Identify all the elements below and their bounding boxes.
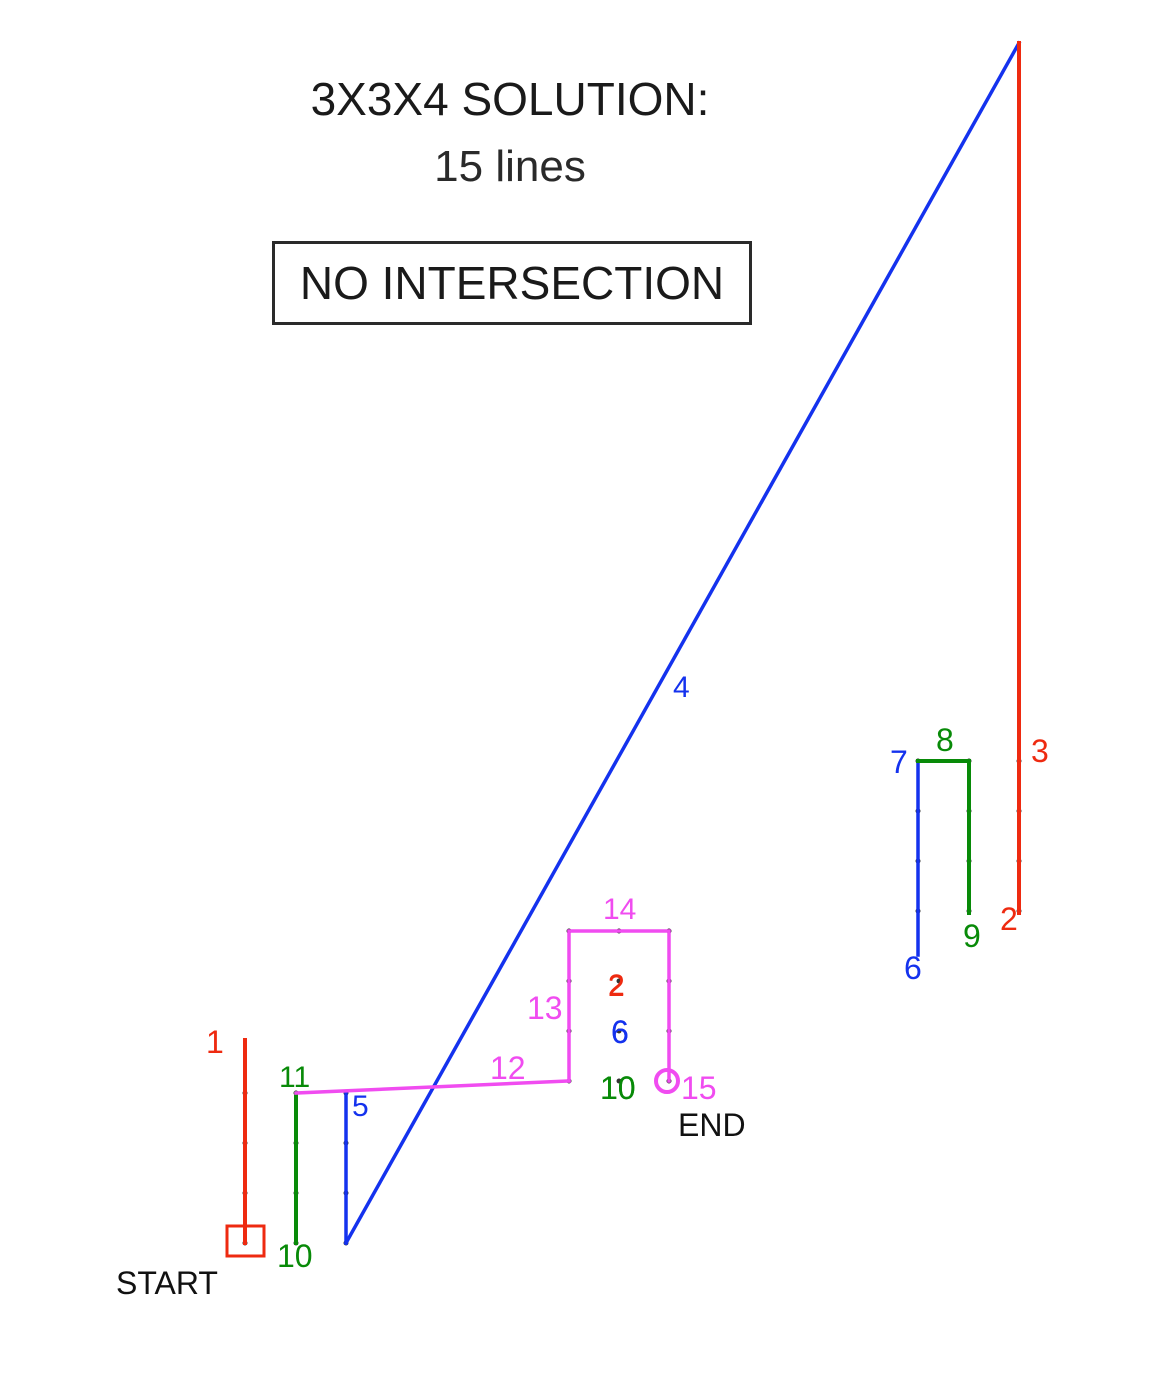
line-magenta-13-14-15 [567,929,671,1083]
end-marker [654,1068,680,1094]
step-label: 10 [277,1238,313,1274]
step-label: 13 [527,990,563,1026]
step-label: 6 [611,1014,629,1050]
start-marker [225,1224,266,1258]
step-label: 6 [611,1014,629,1050]
start-label: START [116,1265,218,1301]
page-title: 3X3X4 SOLUTION: [310,73,710,125]
step-label: 8 [936,722,954,758]
step-label: 7 [890,744,908,780]
line-green-8 [916,759,971,915]
step-label: 1 [206,1024,224,1060]
solution-path [243,40,1022,1246]
step-label: 15 [681,1070,717,1106]
step-label: 2 [1000,901,1018,937]
dot-grid [242,758,1022,1246]
step-label: 12 [490,1050,526,1086]
grid-dot [616,978,622,984]
grid-dot [616,1078,622,1084]
step-label: 6 [904,950,922,986]
step-label: 9 [963,918,981,954]
end-label: END [678,1107,746,1143]
step-label: 2 [608,969,625,1002]
no-intersection-badge: NO INTERSECTION [272,241,752,325]
page-subtitle: 15 lines [434,142,586,191]
line-magenta-12 [294,1079,571,1095]
step-labels: 1 2 3 4 5 6 7 8 9 10 11 12 13 14 15 2 6 … [116,671,1049,1301]
grid-dot [616,1028,622,1034]
step-label: 11 [279,1061,310,1094]
step-label: 14 [603,893,636,926]
step-label: 10 [600,1070,636,1106]
step-label: 10 [600,1070,636,1106]
step-label: 2 [608,970,625,1003]
step-label: 5 [352,1090,369,1123]
step-label: 4 [673,671,690,704]
line-blue-4 [343,40,1022,1246]
markers [225,1068,680,1258]
step-label: 3 [1031,733,1049,769]
